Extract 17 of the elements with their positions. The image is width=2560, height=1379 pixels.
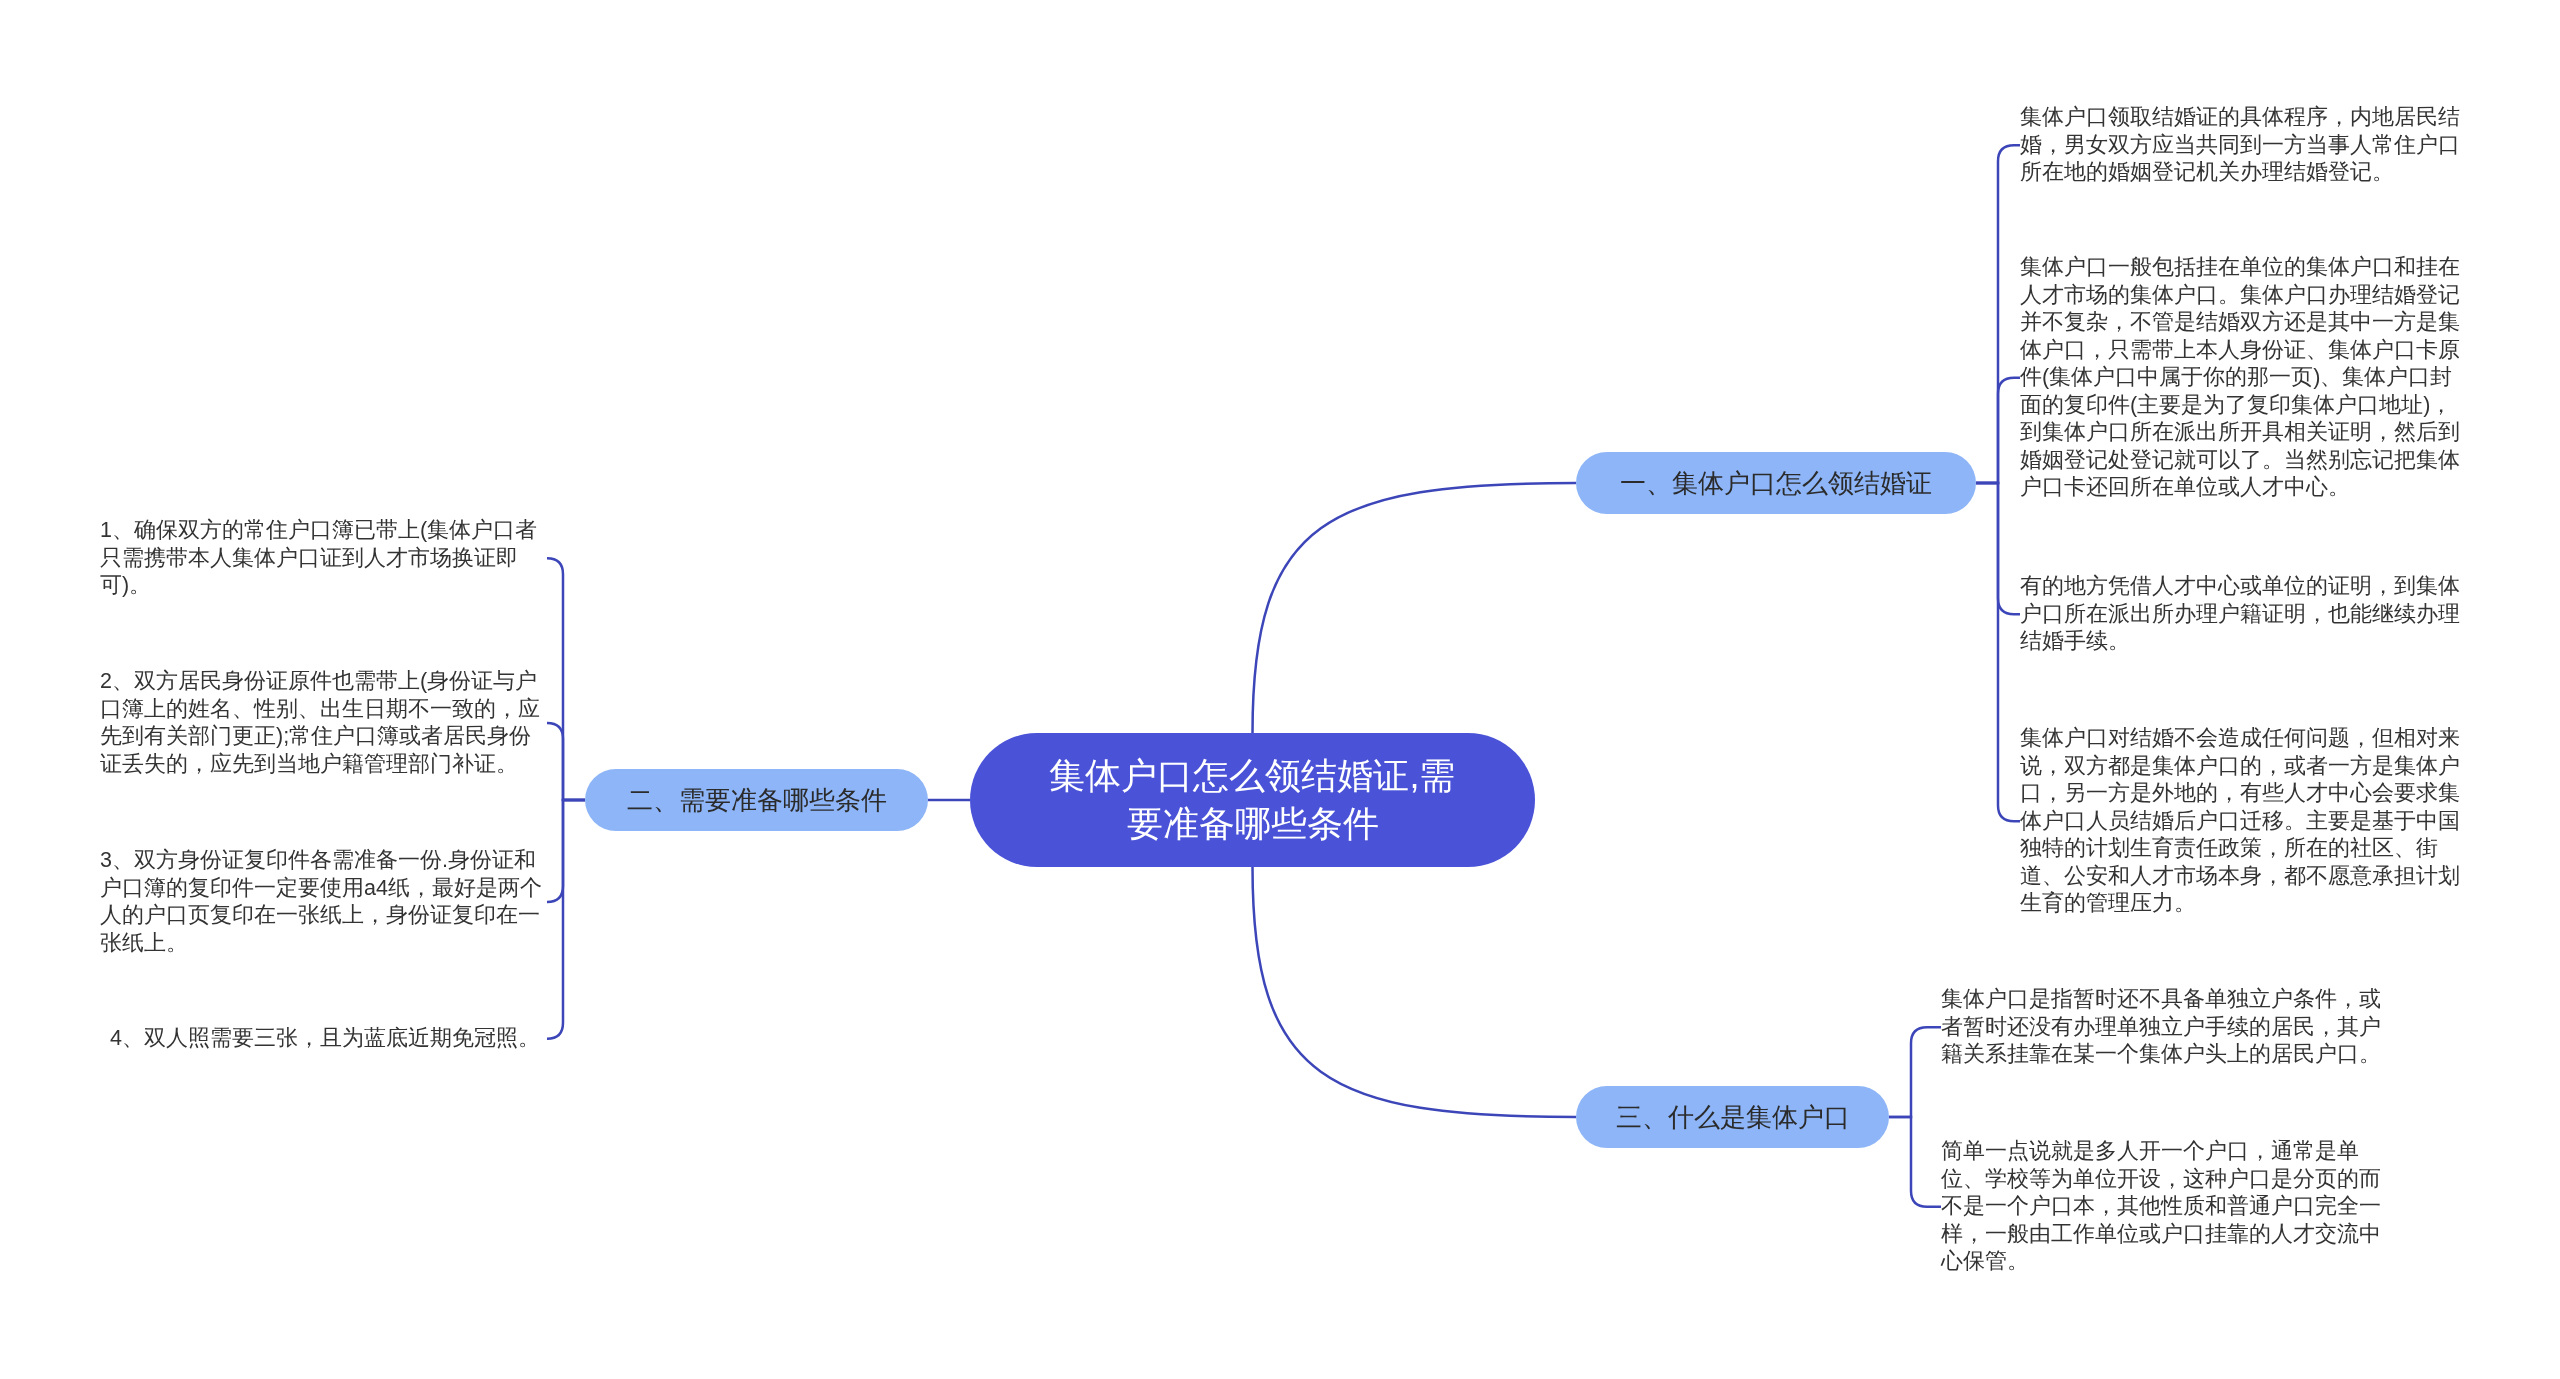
note-text: 3、双方身份证复印件各需准备一份.身份证和户口簿的复印件一定要使用a4纸，最好是两个人的户口页复印在一张纸上，身份证复印在一张纸上。 (100, 847, 547, 957)
connector-line (928, 798, 970, 802)
note-text: 简单一点说就是多人开一个户口，通常是单位、学校等为单位开设，这种户口是分页的而不是一个户口本，其他性质和普通户口完全一样，一般由工作单位或户口挂靠的人才交流中心保管。 (1941, 1138, 2381, 1276)
branch-topic: 一、集体户口怎么领结婚证 (1576, 452, 1976, 514)
note-text: 集体户口领取结婚证的具体程序，内地居民结婚，男女双方应当共同到一方当事人常住户口所在地的婚姻登记机关办理结婚登记。 (2020, 104, 2460, 187)
note-text: 4、双人照需要三张，且为蓝底近期免冠照。 (110, 1025, 547, 1053)
branch-topic: 二、需要准备哪些条件 (585, 769, 928, 831)
note-text: 集体户口对结婚不会造成任何问题，但相对来说，双方都是集体户口的，或者一方是集体户口，另一方是外地的，有些人才中心会要求集体户口人员结婚后户口迁移。主要是基于中国独特的计划生育责任政策，所在的社区、街道、公安和人才市场本身，都不愿意承担计划生育的管理压力。 (2020, 725, 2460, 918)
note-text: 1、确保双方的常住户口簿已带上(集体户口者只需携带本人集体户口证到人才市场换证即可)。 (100, 517, 547, 600)
note-text: 集体户口是指暂时还不具备单独立户条件，或者暂时还没有办理单独立户手续的居民，其户籍关系挂靠在某一个集体户头上的居民户口。 (1941, 986, 2381, 1069)
central-topic: 集体户口怎么领结婚证,需要准备哪些条件 (970, 733, 1535, 867)
note-text: 2、双方居民身份证原件也需带上(身份证与户口簿上的姓名、性别、出生日期不一致的，应先到有关部门更正);常住户口簿或者居民身份证丢失的，应先到当地户籍管理部门补证。 (100, 668, 547, 778)
note-text: 有的地方凭借人才中心或单位的证明，到集体户口所在派出所办理户籍证明，也能继续办理结婚手续。 (2020, 573, 2460, 656)
branch-topic: 三、什么是集体户口 (1576, 1086, 1889, 1148)
connector-line (1251, 866, 1576, 1119)
note-text: 集体户口一般包括挂在单位的集体户口和挂在人才市场的集体户口。集体户口办理结婚登记并不复杂，不管是结婚双方还是其中一方是集体户口，只需带上本人身份证、集体户口卡原件(集体户口中属于你的那一页)、集体户口封面的复印件(主要是为了复印集体户口地址)，到集体户口所在派出所开具相关证明，然后到婚姻登记处登记就可以了。当然别忘记把集体户口卡还回所在单位或人才中心。 (2020, 254, 2460, 502)
connector-line (1251, 481, 1576, 734)
